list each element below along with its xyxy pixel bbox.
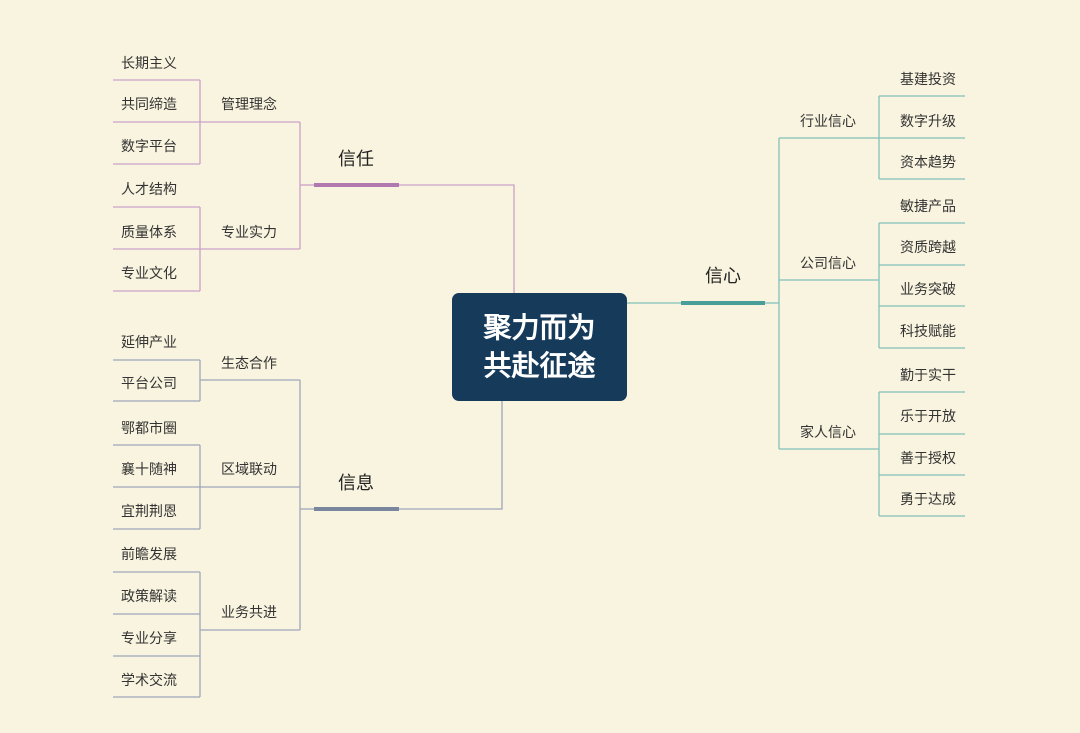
leaf-item[interactable]: 共同缔造 <box>121 97 177 113</box>
central-topic-line2: 共赴征途 <box>483 349 596 382</box>
leaf-item[interactable]: 数字升级 <box>900 114 956 130</box>
leaf-item[interactable]: 敏捷产品 <box>900 199 956 215</box>
branch-info[interactable]: 信息 <box>338 473 374 494</box>
leaf-item[interactable]: 延伸产业 <box>121 335 177 351</box>
group-label[interactable]: 公司信心 <box>800 256 856 272</box>
group-label[interactable]: 生态合作 <box>221 356 277 372</box>
leaf-item[interactable]: 前瞻发展 <box>121 547 177 563</box>
group-label[interactable]: 区域联动 <box>221 462 277 478</box>
leaf-item[interactable]: 乐于开放 <box>900 409 956 425</box>
central-topic[interactable]: 聚力而为 共赴征途 <box>452 293 627 401</box>
group-label[interactable]: 管理理念 <box>221 97 277 113</box>
leaf-item[interactable]: 资本趋势 <box>900 155 956 171</box>
leaf-item[interactable]: 基建投资 <box>900 72 956 88</box>
central-topic-line1: 聚力而为 <box>483 311 596 344</box>
leaf-item[interactable]: 资质跨越 <box>900 240 956 256</box>
leaf-item[interactable]: 宜荆荆恩 <box>121 504 177 520</box>
leaf-item[interactable]: 质量体系 <box>121 225 177 241</box>
leaf-item[interactable]: 襄十随神 <box>121 462 177 478</box>
leaf-item[interactable]: 平台公司 <box>121 376 177 392</box>
leaf-item[interactable]: 科技赋能 <box>900 324 956 340</box>
group-label[interactable]: 行业信心 <box>800 114 856 130</box>
branch-confidence[interactable]: 信心 <box>705 266 741 287</box>
leaf-item[interactable]: 勤于实干 <box>900 368 956 384</box>
trust-connectors <box>113 79 515 293</box>
group-label[interactable]: 家人信心 <box>800 425 856 441</box>
leaf-item[interactable]: 人才结构 <box>121 182 177 198</box>
center-link <box>399 184 515 293</box>
leaf-item[interactable]: 长期主义 <box>121 56 177 72</box>
leaf-item[interactable]: 学术交流 <box>121 673 177 689</box>
confidence-connectors <box>627 95 965 517</box>
leaf-item[interactable]: 专业文化 <box>121 266 177 282</box>
group-label[interactable]: 业务共进 <box>221 605 277 621</box>
leaf-item[interactable]: 勇于达成 <box>900 492 956 508</box>
branch-trust[interactable]: 信任 <box>338 149 374 170</box>
leaf-item[interactable]: 政策解读 <box>121 589 177 605</box>
leaf-item[interactable]: 善于授权 <box>900 451 956 467</box>
info-connectors <box>113 359 503 698</box>
leaf-item[interactable]: 业务突破 <box>900 282 956 298</box>
center-link <box>399 401 503 510</box>
leaf-item[interactable]: 专业分享 <box>121 631 177 647</box>
leaf-item[interactable]: 数字平台 <box>121 139 177 155</box>
group-label[interactable]: 专业实力 <box>221 225 277 241</box>
leaf-item[interactable]: 鄂都市圈 <box>121 421 177 437</box>
